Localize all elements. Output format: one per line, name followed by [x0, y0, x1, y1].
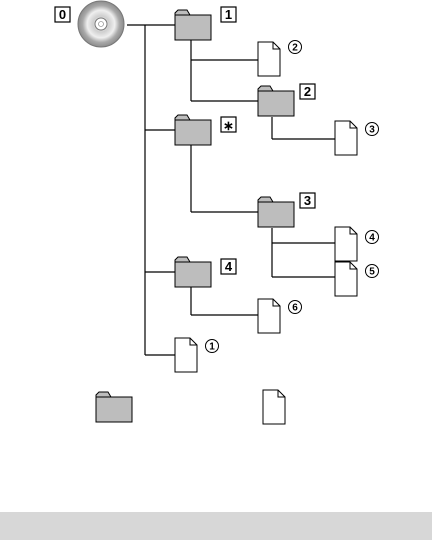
file-label: 2 — [292, 43, 298, 54]
legend — [96, 390, 285, 424]
file-label: 4 — [369, 233, 375, 244]
folder-icon — [175, 115, 211, 145]
root-label: 0 — [59, 7, 66, 22]
file-label: 5 — [369, 267, 375, 278]
file-label: 3 — [369, 125, 375, 136]
disc-icon — [78, 1, 124, 47]
file-icon — [175, 338, 197, 372]
file-icon — [258, 299, 280, 333]
folder-icon — [175, 257, 211, 287]
file-icon — [258, 42, 280, 76]
folder-icon — [258, 86, 294, 116]
file-node-1: 1 — [175, 338, 219, 372]
folder-label: 2 — [304, 84, 311, 99]
file-node-6: 6 — [258, 299, 302, 333]
folder-label: 1 — [225, 7, 232, 22]
file-label: 6 — [292, 303, 298, 314]
file-node-2: 2 — [258, 41, 302, 77]
folder-label: ∗ — [223, 118, 234, 133]
file-node-5: 5 — [335, 262, 379, 296]
folder-node-1: 1 — [175, 7, 236, 40]
folder-icon — [175, 10, 211, 40]
file-icon — [335, 262, 357, 296]
tree-lines — [127, 25, 335, 355]
bottom-band — [0, 512, 432, 540]
folder-icon — [258, 197, 294, 227]
file-label: 1 — [209, 342, 215, 353]
legend-file-icon — [263, 390, 285, 424]
file-node-3: 3 — [335, 121, 379, 155]
folder-label: 3 — [304, 193, 311, 208]
legend-folder-icon — [96, 392, 132, 422]
folder-node-2: 2 — [258, 84, 315, 116]
file-icon — [335, 121, 357, 155]
root-node: 0 — [55, 1, 124, 47]
folder-node-4: 4 — [175, 257, 236, 287]
file-node-4: 4 — [335, 227, 379, 261]
folder-node-star: ∗ — [175, 115, 236, 145]
folder-label: 4 — [225, 259, 233, 274]
folder-node-3: 3 — [258, 193, 315, 227]
file-icon — [335, 227, 357, 261]
